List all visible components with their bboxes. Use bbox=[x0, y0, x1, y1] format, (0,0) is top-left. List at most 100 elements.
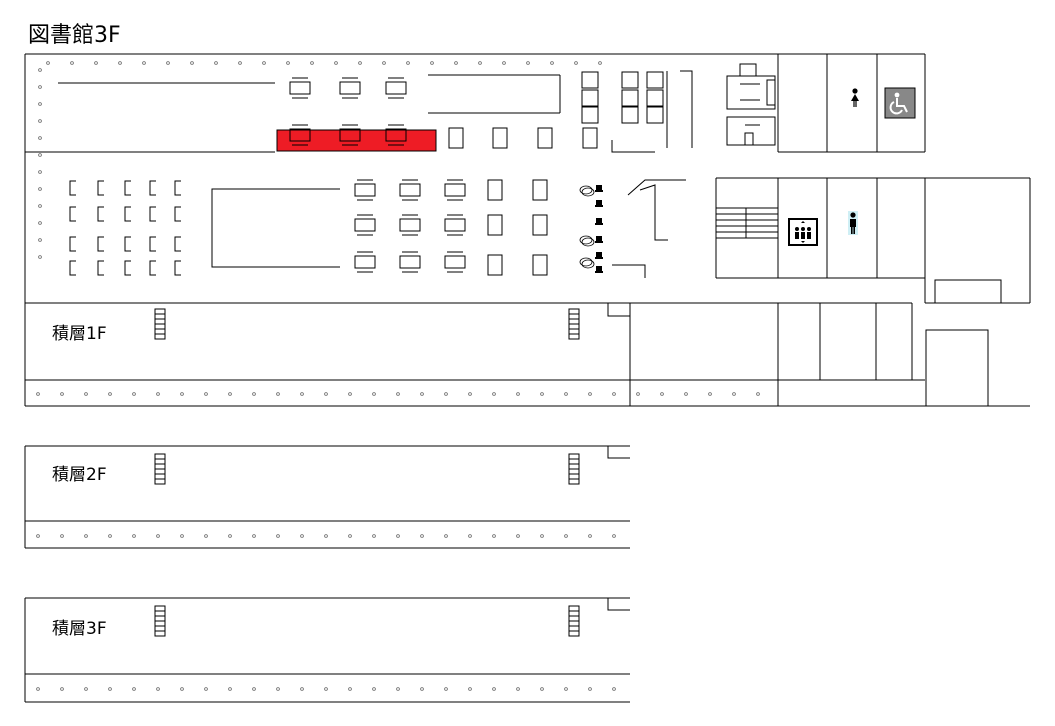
study-table bbox=[582, 107, 598, 123]
study-table bbox=[533, 215, 547, 235]
stack-label-2f[interactable]: 積層2F bbox=[52, 465, 107, 485]
computer-icon bbox=[595, 185, 603, 192]
shelf-marker bbox=[397, 393, 400, 396]
study-table bbox=[488, 180, 502, 200]
shelf-marker bbox=[517, 688, 520, 691]
carrel-desk bbox=[125, 181, 131, 195]
shelf-marker bbox=[205, 393, 208, 396]
stack-label-3f[interactable]: 積層3F bbox=[52, 619, 107, 639]
wheelchair-icon[interactable] bbox=[885, 88, 915, 118]
study-table bbox=[340, 82, 360, 94]
shelf-marker bbox=[85, 535, 88, 538]
elevator-icon[interactable] bbox=[789, 219, 817, 245]
shelf-marker bbox=[157, 393, 160, 396]
shelf-marker bbox=[71, 62, 74, 65]
shelf-marker bbox=[157, 535, 160, 538]
shelf-marker bbox=[37, 535, 40, 538]
shelf-marker bbox=[143, 62, 146, 65]
shelf-marker bbox=[493, 393, 496, 396]
bookshelf-markers bbox=[37, 62, 760, 691]
shelf-marker bbox=[229, 535, 232, 538]
shelf-marker bbox=[239, 62, 242, 65]
shelf-marker bbox=[39, 171, 42, 174]
shelf-marker bbox=[493, 688, 496, 691]
study-table bbox=[445, 184, 465, 196]
study-table bbox=[290, 82, 310, 94]
shelf-marker bbox=[39, 69, 42, 72]
shelf-marker bbox=[325, 688, 328, 691]
study-table bbox=[290, 129, 310, 141]
shelf-marker bbox=[503, 62, 506, 65]
shelf-marker bbox=[181, 688, 184, 691]
shelf-marker bbox=[109, 393, 112, 396]
shelf-marker bbox=[277, 393, 280, 396]
shelf-marker bbox=[229, 688, 232, 691]
printer-icon bbox=[579, 257, 595, 269]
study-table bbox=[622, 90, 638, 106]
study-table bbox=[355, 256, 375, 268]
stairs-group bbox=[155, 309, 579, 636]
study-table bbox=[400, 219, 420, 231]
shelf-marker bbox=[109, 688, 112, 691]
shelf-marker bbox=[191, 62, 194, 65]
study-tables bbox=[70, 72, 663, 275]
computer-icon bbox=[595, 266, 603, 273]
shelf-marker bbox=[133, 535, 136, 538]
carrel-desk bbox=[175, 207, 181, 221]
computer-icon bbox=[595, 236, 603, 243]
shelf-marker bbox=[39, 120, 42, 123]
shelf-marker bbox=[39, 154, 42, 157]
carrel-desk bbox=[70, 207, 76, 221]
shelf-marker bbox=[301, 393, 304, 396]
study-table bbox=[647, 90, 663, 106]
study-table bbox=[493, 128, 507, 148]
shelf-marker bbox=[119, 62, 122, 65]
shelf-marker bbox=[373, 393, 376, 396]
study-table bbox=[583, 128, 597, 148]
shelf-marker bbox=[39, 239, 42, 242]
carrel-desk bbox=[175, 261, 181, 275]
shelf-marker bbox=[455, 62, 458, 65]
computer-icon bbox=[595, 218, 603, 225]
carrel-desk bbox=[125, 207, 131, 221]
shelf-marker bbox=[541, 393, 544, 396]
stack-wall bbox=[608, 598, 630, 610]
shelf-marker bbox=[421, 393, 424, 396]
women-restroom-icon bbox=[851, 88, 859, 107]
shelf-marker bbox=[253, 535, 256, 538]
shelf-marker bbox=[397, 535, 400, 538]
shelf-marker bbox=[527, 62, 530, 65]
shelf-marker bbox=[431, 62, 434, 65]
study-table bbox=[355, 184, 375, 196]
shelf-marker bbox=[47, 62, 50, 65]
carrel-desk bbox=[98, 237, 104, 251]
shelf-marker bbox=[757, 393, 760, 396]
shelf-marker bbox=[541, 688, 544, 691]
shelf-marker bbox=[613, 393, 616, 396]
shelf-marker bbox=[133, 393, 136, 396]
shelf-marker bbox=[39, 256, 42, 259]
study-counters bbox=[58, 75, 560, 267]
stairs-icon bbox=[155, 606, 165, 636]
shelf-marker bbox=[263, 62, 266, 65]
shelf-marker bbox=[469, 393, 472, 396]
shelf-marker bbox=[95, 62, 98, 65]
shelf-marker bbox=[421, 688, 424, 691]
study-table bbox=[386, 82, 406, 94]
shelf-marker bbox=[613, 688, 616, 691]
shelf-marker bbox=[517, 535, 520, 538]
shelf-marker bbox=[61, 535, 64, 538]
stack-label-1f[interactable]: 積層1F bbox=[52, 324, 107, 344]
study-table bbox=[582, 90, 598, 106]
shelf-marker bbox=[637, 393, 640, 396]
carrel-desk bbox=[98, 261, 104, 275]
stairs-icon bbox=[569, 606, 579, 636]
study-table bbox=[386, 129, 406, 141]
shelf-marker bbox=[181, 393, 184, 396]
shelf-marker bbox=[589, 688, 592, 691]
men-restroom-icon bbox=[848, 211, 858, 235]
study-table bbox=[445, 219, 465, 231]
shelf-marker bbox=[39, 86, 42, 89]
carrel-desk bbox=[125, 261, 131, 275]
shelf-marker bbox=[565, 393, 568, 396]
